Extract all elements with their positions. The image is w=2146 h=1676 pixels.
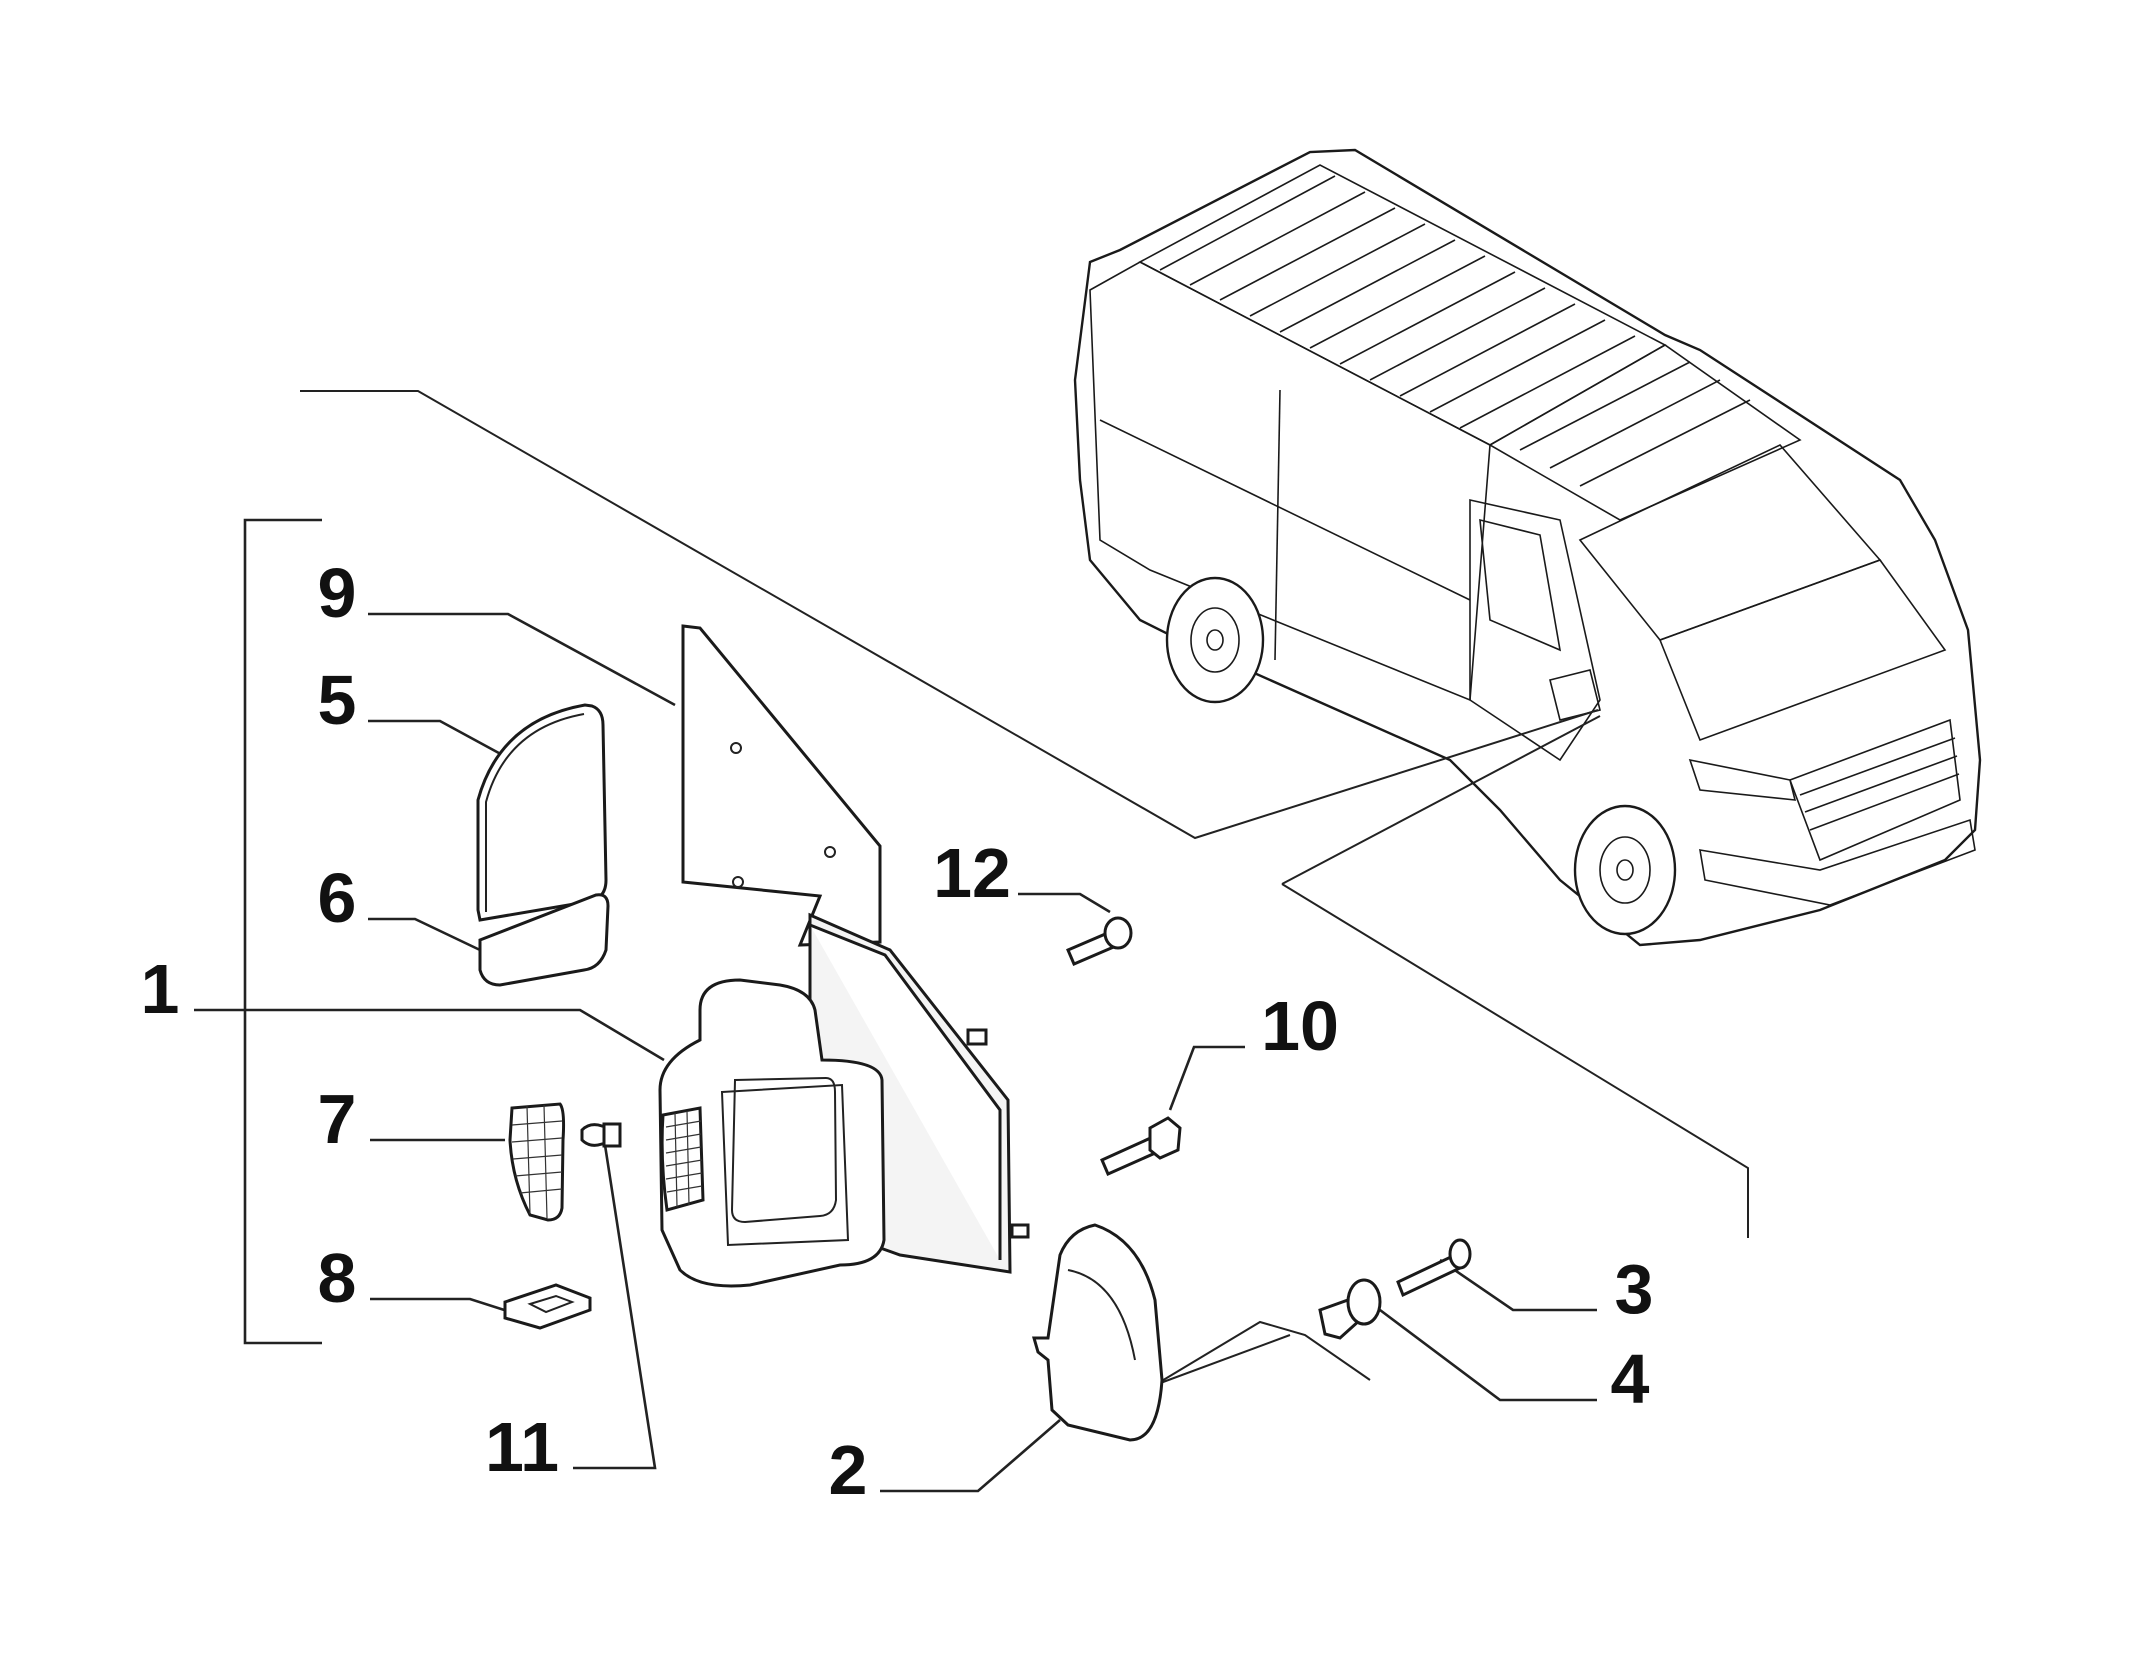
callout-12: 12 [933,834,1011,912]
van-front-wheel [1573,804,1677,936]
part-11-bulb [580,1122,622,1148]
callout-5: 5 [318,661,357,739]
callout-7: 7 [318,1080,357,1158]
van-illustration [1073,148,1982,947]
van-rear-wheel [1165,576,1265,704]
part-2-mount-cover [1032,1223,1164,1442]
group-bracket [243,518,322,1345]
part-5-mirror-glass [476,703,608,922]
part-3-screw [1396,1238,1472,1298]
callout-11: 11 [485,1408,559,1486]
part-12-screw [1066,916,1133,966]
callout-9: 9 [318,554,357,632]
part-1-mirror-assembly [658,912,1030,1288]
callout-10: 10 [1261,987,1339,1065]
callout-1: 1 [141,950,180,1028]
callout-4: 4 [1611,1340,1650,1418]
part-7-turn-lens [508,1102,566,1222]
callout-8: 8 [318,1239,357,1317]
housing-lens-grid [665,1110,703,1208]
callout-labels: 9 5 6 1 7 8 11 12 10 3 4 2 [141,554,1654,1509]
callout-3: 3 [1615,1250,1654,1328]
part-9-mirror-plate [681,624,882,947]
callout-2: 2 [829,1431,868,1509]
callout-6: 6 [318,859,357,937]
leader-lines [194,390,1749,1493]
roof-ribs [1159,175,1636,429]
part-10-bolt [1100,1116,1182,1176]
part-8-pad [503,1283,592,1330]
part-6-lower-mirror [478,893,610,987]
part-4-clip [1318,1278,1382,1340]
